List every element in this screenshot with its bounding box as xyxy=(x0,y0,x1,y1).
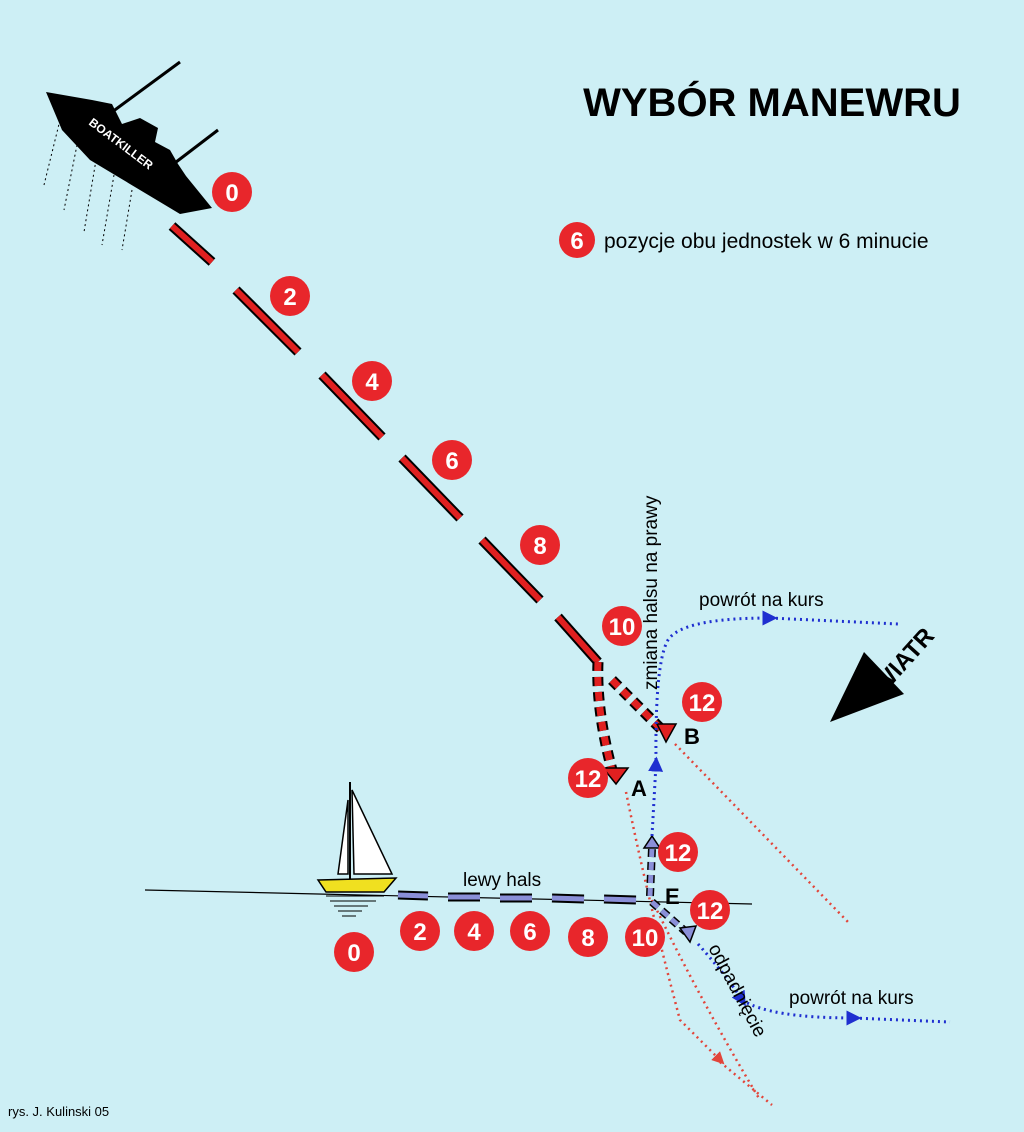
legend-text: pozycje obu jednostek w 6 minucie xyxy=(604,230,929,253)
ship-position-markers: 0 2 4 6 8 10 12 12 xyxy=(212,172,722,798)
yacht-track xyxy=(397,890,637,905)
ship-position-2: 2 xyxy=(270,276,310,316)
yacht-position-2: 2 xyxy=(400,911,440,951)
yacht-hull-icon xyxy=(316,877,398,893)
svg-text:2: 2 xyxy=(283,284,296,311)
arrow-a-icon xyxy=(601,767,630,786)
diagram-title: WYBÓR MANEWRU xyxy=(583,79,961,125)
ship-position-0: 0 xyxy=(212,172,252,212)
yacht-position-0: 0 xyxy=(334,932,374,972)
ship-track-fill xyxy=(169,223,601,664)
yacht-position-6: 6 xyxy=(510,911,550,951)
svg-text:2: 2 xyxy=(413,919,426,946)
ship-position-12-a: 12 xyxy=(568,758,608,798)
ship-position-6: 6 xyxy=(432,440,472,480)
point-a-label: A xyxy=(631,776,647,801)
ship-wake-icon xyxy=(43,119,133,251)
svg-text:8: 8 xyxy=(533,533,546,560)
yacht-option-bear-away xyxy=(649,899,698,944)
yacht-position-12-tack: 12 xyxy=(658,832,698,872)
ship-option-b xyxy=(608,676,678,744)
yacht-position-12-bear-away: 12 xyxy=(690,890,730,930)
ship-position-4: 4 xyxy=(352,361,392,401)
yacht-position-10: 10 xyxy=(625,917,665,957)
wind-indicator: WIATR xyxy=(830,623,940,722)
return-course-label-bottom: powrót na kurs xyxy=(789,988,914,1009)
author-credit: rys. J. Kulinski 05 xyxy=(8,1104,109,1119)
yacht-position-markers: 0 2 4 6 8 10 12 12 xyxy=(334,832,730,972)
svg-text:12: 12 xyxy=(697,898,724,925)
svg-text:6: 6 xyxy=(445,448,458,475)
arrow-bear-away-icon xyxy=(678,925,698,944)
legend: 6 pozycje obu jednostek w 6 minucie xyxy=(559,222,929,258)
ship-position-8: 8 xyxy=(520,525,560,565)
yacht-position-4: 4 xyxy=(454,911,494,951)
svg-text:4: 4 xyxy=(467,919,481,946)
svg-text:12: 12 xyxy=(575,766,602,793)
blue-routes xyxy=(648,610,951,1026)
arrow-tack-icon xyxy=(642,834,662,849)
return-course-label-top: powrót na kurs xyxy=(699,590,824,611)
arrow-b-icon xyxy=(655,723,678,744)
port-tack-label: lewy hals xyxy=(463,870,541,891)
yacht-jib-icon xyxy=(351,789,394,875)
tack-change-label: zmiana halsu na prawy xyxy=(641,495,662,690)
svg-text:12: 12 xyxy=(665,840,692,867)
wind-arrow-icon xyxy=(830,652,904,722)
svg-text:8: 8 xyxy=(581,925,594,952)
yacht-reflection-icon xyxy=(326,895,384,917)
svg-text:6: 6 xyxy=(523,919,536,946)
ship-hull-icon xyxy=(46,92,212,214)
point-e-label: E xyxy=(665,884,680,909)
ship-projected-paths xyxy=(624,743,849,1106)
ship-option-a xyxy=(592,661,630,786)
svg-text:12: 12 xyxy=(689,690,716,717)
yacht xyxy=(316,782,398,917)
svg-text:10: 10 xyxy=(632,925,659,952)
ship: BOATKILLER xyxy=(43,60,219,251)
svg-text:4: 4 xyxy=(365,369,379,396)
legend-badge-number: 6 xyxy=(570,228,583,255)
yacht-option-tack xyxy=(642,834,662,897)
svg-text:0: 0 xyxy=(347,940,360,967)
yacht-mainsail-icon xyxy=(337,799,349,875)
svg-text:10: 10 xyxy=(609,614,636,641)
point-b-label: B xyxy=(684,724,700,749)
ship-position-10: 10 xyxy=(602,606,642,646)
bear-away-label: odpadnięcie xyxy=(704,940,771,1040)
svg-text:0: 0 xyxy=(225,180,238,207)
yacht-position-8: 8 xyxy=(568,917,608,957)
ship-position-12-b: 12 xyxy=(682,682,722,722)
wind-label: WIATR xyxy=(868,623,940,698)
legend-badge xyxy=(559,222,595,258)
